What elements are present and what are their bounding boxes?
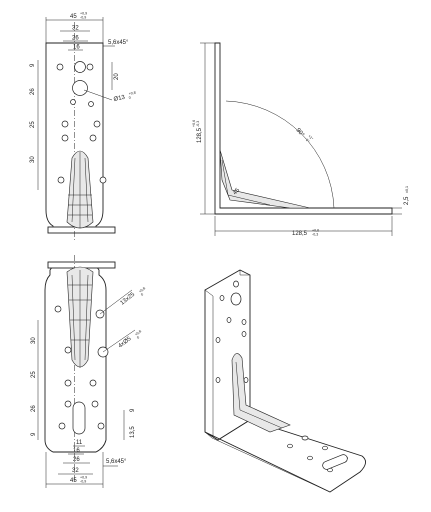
iso-hole <box>243 377 249 383</box>
bottom-slot-tol-upper: +0,8 <box>138 286 146 294</box>
bottom-dim-11: 11 <box>76 440 83 446</box>
iso-hole <box>301 435 309 441</box>
bottom-width: 45 <box>70 478 77 484</box>
bottom-hole <box>54 305 62 313</box>
bottom-hole <box>91 400 99 408</box>
bottom-slot <box>72 401 86 435</box>
top-dim-25v: 25 <box>30 121 36 128</box>
bottom-hole <box>58 422 66 430</box>
top-width-label: 45 <box>70 14 77 20</box>
top-dim-26v: 26 <box>30 88 36 95</box>
side-length: 128,5 <box>292 231 308 237</box>
top-dim-9: 9 <box>30 63 36 67</box>
bottom-dim-9v: 9 <box>31 432 37 436</box>
iso-hole <box>307 455 313 461</box>
top-chamfer: 5,6x45° <box>108 40 129 46</box>
bottom-hole-label: 4xØ5 <box>118 336 134 350</box>
iso-hole <box>215 337 221 343</box>
top-hole <box>99 176 107 184</box>
top-hole <box>93 120 101 128</box>
top-hole-tol-upper: +0,8 <box>128 91 136 96</box>
side-length-tol-upper: +0,6 <box>312 229 319 233</box>
top-hole <box>61 134 69 142</box>
side-angle-tol-upper: +1° <box>307 134 314 141</box>
bottom-dim-13-5: 13,5 <box>130 426 136 438</box>
side-profile <box>214 42 393 215</box>
side-angle: 90° <box>294 127 305 138</box>
bottom-dim-25v: 25 <box>31 371 37 378</box>
bottom-hole-tol-upper: +0,8 <box>134 329 142 337</box>
bottom-right-dim-9: 9 <box>130 408 136 412</box>
side-thickness-tol: ±0,1 <box>405 186 409 193</box>
iso-hole <box>241 319 247 325</box>
bottom-slot-tol-lower: 0 <box>140 292 144 296</box>
iso-rib <box>231 353 291 433</box>
side-rib <box>219 149 311 209</box>
top-dim-16: 16 <box>73 45 80 51</box>
top-dim-20: 20 <box>114 73 120 80</box>
isometric-view <box>204 269 366 493</box>
side-thickness: 2,5 <box>404 196 410 205</box>
side-angle-arc <box>225 100 335 209</box>
top-hole <box>86 63 94 71</box>
top-dim-30v: 30 <box>30 156 36 163</box>
top-hole <box>70 99 76 105</box>
iso-slot <box>322 454 348 470</box>
bottom-hole <box>64 400 72 408</box>
iso-hole <box>322 445 328 451</box>
bottom-dim-30v: 30 <box>31 337 37 344</box>
bottom-hole <box>64 346 72 354</box>
bottom-slot-label: 13x25 <box>120 291 137 306</box>
iso-horizontal-plate <box>204 419 366 493</box>
top-dim-32: 32 <box>72 26 79 32</box>
top-hole-main <box>74 61 86 73</box>
top-hole-tol-lower: 0 <box>128 96 131 100</box>
iso-hole-large <box>230 292 242 306</box>
top-width-tol-lower: -0,9 <box>80 16 86 20</box>
bottom-dim-32: 32 <box>72 468 79 474</box>
side-rib-angle: 45 <box>232 187 241 196</box>
iso-hole <box>219 295 225 301</box>
bottom-front-view: 13x25 +0,8 0 4xØ5 +0,8 0 30 25 26 9 9 13… <box>31 255 146 488</box>
bottom-width-tol-lower: -0,9 <box>80 480 86 484</box>
top-front-view: 45 +0,9 -0,9 32 26 16 5,6x45° 20 9 26 25… <box>30 12 136 240</box>
iso-hole <box>233 280 239 288</box>
side-height-tol-lower: -0,3 <box>196 121 200 127</box>
bottom-chamfer: 5,6x45° <box>106 459 127 465</box>
bottom-dim-26v: 26 <box>31 405 37 412</box>
iso-hole <box>287 443 293 449</box>
iso-hole <box>241 331 247 337</box>
side-angle-tol-lower: -1° <box>304 137 310 144</box>
bottom-dim-16: 16 <box>73 448 80 454</box>
bottom-hole <box>89 379 97 387</box>
bottom-dim-26: 26 <box>73 457 80 463</box>
top-hole <box>88 101 94 107</box>
top-hole <box>57 176 65 184</box>
iso-hole <box>215 377 221 383</box>
top-dim-26: 26 <box>72 36 79 42</box>
top-hole <box>89 134 97 142</box>
side-height: 128,5 <box>197 127 203 143</box>
bottom-hole-tol-lower: 0 <box>136 335 140 339</box>
side-height-tol-upper: +0,6 <box>192 120 196 127</box>
top-hole-dia: Ø13 <box>113 95 126 103</box>
top-width-tol-upper: +0,9 <box>80 12 87 16</box>
bottom-hole <box>64 379 72 387</box>
bottom-hole <box>97 422 105 430</box>
top-hole <box>56 63 64 71</box>
top-hole-large <box>72 80 88 96</box>
side-view: 128,5 +0,6 -0,3 128,5 +0,6 -0,3 90° +1° … <box>192 42 410 237</box>
bottom-width-tol-upper: +0,9 <box>80 476 87 480</box>
top-hole <box>61 120 69 128</box>
side-length-tol-lower: -0,3 <box>312 233 318 237</box>
iso-hole <box>226 317 232 323</box>
